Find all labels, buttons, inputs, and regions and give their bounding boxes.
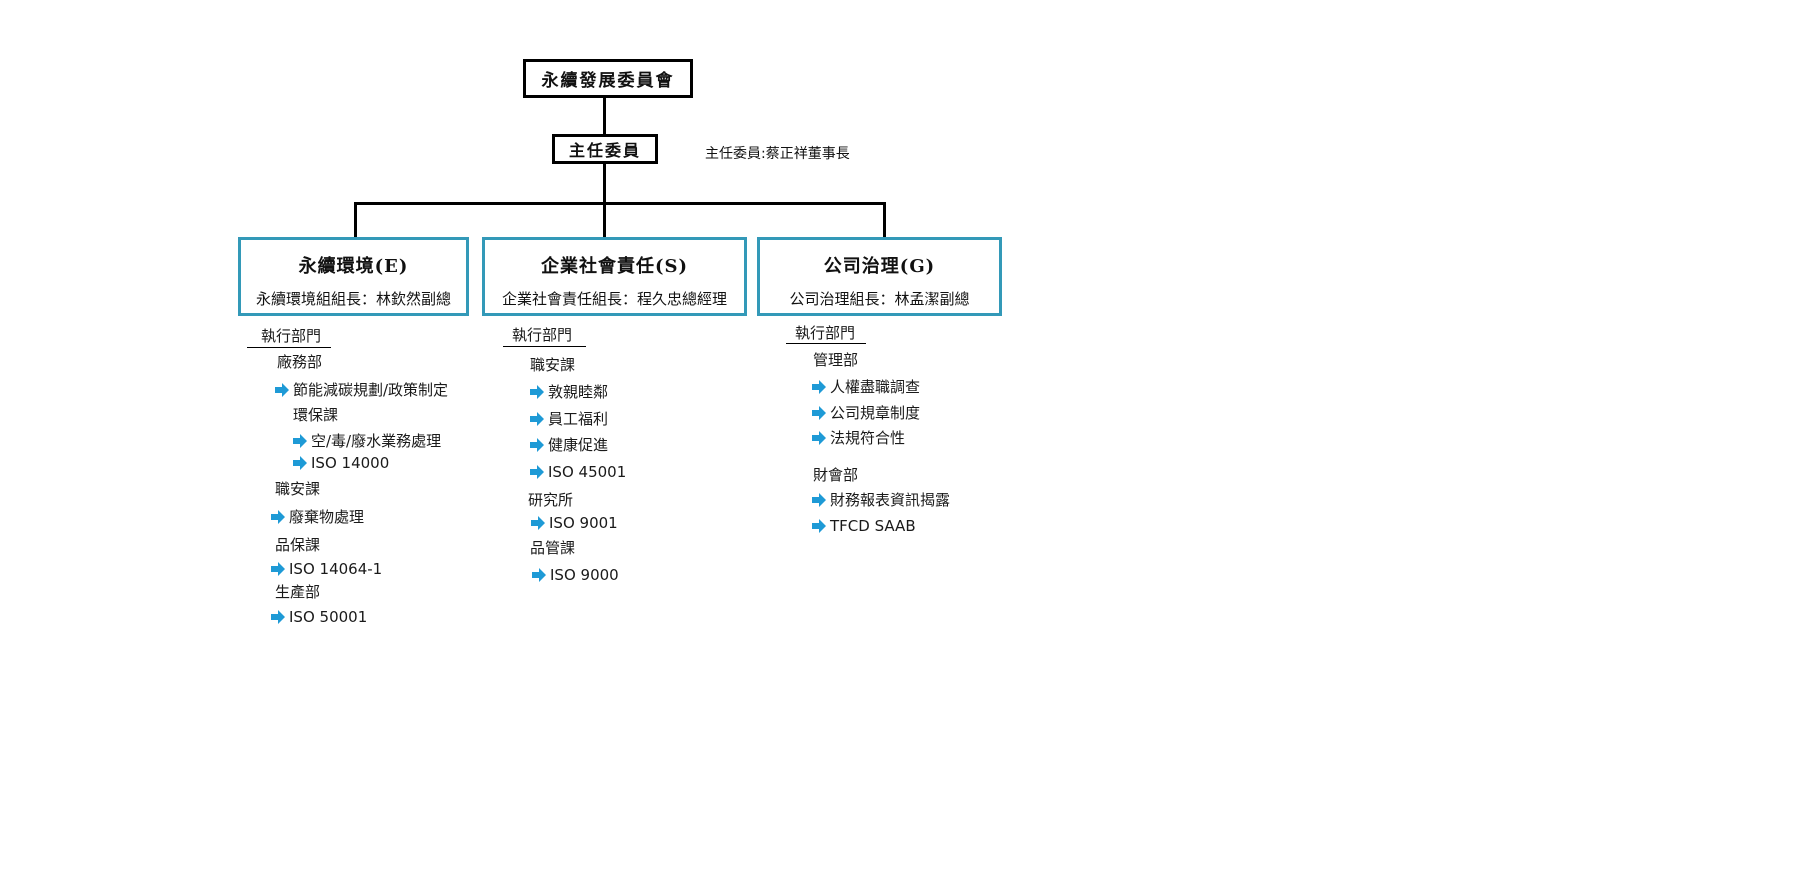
group-leader: 永續環境組組長：林欽然副總: [255, 290, 451, 308]
arrow-right-icon: [812, 493, 826, 507]
group-leader: 公司治理組長：林孟潔副總: [789, 290, 970, 308]
arrow-right-icon: [812, 380, 826, 394]
connector-bus-g: [883, 202, 886, 238]
arrow-right-icon: [530, 438, 544, 452]
task-item: 敦親睦鄰: [530, 382, 608, 402]
group-title: 公司治理(G): [823, 256, 936, 277]
task-item: TFCD SAAB: [812, 516, 916, 536]
group-box-environment: 永續環境(E) 永續環境組組長：林欽然副總: [238, 237, 469, 316]
dept-text: 財會部: [813, 466, 859, 484]
task-text: ISO 45001: [548, 463, 627, 481]
dept-text: 研究所: [528, 491, 574, 509]
group-box-social: 企業社會責任(S) 企業社會責任組長：程久忠總經理: [482, 237, 747, 316]
task-item: ISO 50001: [271, 607, 367, 627]
arrow-right-icon: [532, 568, 546, 582]
task-item: ISO 9000: [532, 565, 619, 585]
task-item: 法規符合性: [812, 428, 905, 448]
task-item: 公司規章制度: [812, 403, 920, 423]
group-title: 企業社會責任(S): [540, 256, 689, 277]
connector-committee-chair: [603, 96, 606, 136]
dept-label: 品保課: [275, 535, 320, 555]
chair-box: 主任委員: [552, 134, 658, 164]
dept-label: 環保課: [293, 405, 338, 425]
arrow-right-icon: [531, 516, 545, 530]
dept-label: 生產部: [275, 582, 320, 602]
arrow-right-icon: [293, 456, 307, 470]
arrow-right-icon: [530, 465, 544, 479]
dept-label: 管理部: [813, 350, 858, 370]
arrow-right-icon: [275, 383, 289, 397]
task-item: ISO 45001: [530, 462, 626, 482]
dept-label: 財會部: [813, 465, 858, 485]
arrow-right-icon: [812, 406, 826, 420]
task-item: 員工福利: [530, 409, 608, 429]
group-title: 永續環境(E): [298, 256, 409, 277]
dept-text: 職安課: [275, 480, 321, 498]
arrow-right-icon: [530, 385, 544, 399]
task-text: ISO 9000: [550, 566, 619, 584]
task-text: 人權盡職調查: [830, 378, 921, 396]
connector-horizontal-bus: [354, 202, 886, 205]
task-text: ISO 9001: [549, 514, 618, 532]
task-text: 敦親睦鄰: [548, 383, 609, 401]
dept-text: 職安課: [530, 356, 576, 374]
chair-title: 主任委員: [568, 141, 641, 160]
task-item: 人權盡職調查: [812, 377, 920, 397]
dept-text: 廠務部: [277, 353, 323, 371]
exec-dept-label-g: 執行部門: [795, 324, 856, 342]
task-item: 健康促進: [530, 435, 608, 455]
connector-chair-bus: [603, 162, 606, 240]
task-text: ISO 14064-1: [289, 560, 383, 578]
task-text: 公司規章制度: [830, 404, 921, 422]
arrow-right-icon: [271, 562, 285, 576]
task-text: 節能減碳規劃/政策制定: [293, 381, 449, 399]
task-item: ISO 14064-1: [271, 559, 382, 579]
arrow-right-icon: [812, 519, 826, 533]
task-text: 財務報表資訊揭露: [830, 491, 951, 509]
exec-dept-underline-e: [247, 347, 331, 348]
task-text: 空/毒/廢水業務處理: [311, 432, 442, 450]
dept-label: 廠務部: [277, 352, 322, 372]
group-box-governance: 公司治理(G) 公司治理組長：林孟潔副總: [757, 237, 1002, 316]
arrow-right-icon: [812, 431, 826, 445]
exec-dept-label-e: 執行部門: [261, 327, 322, 345]
task-text: 健康促進: [548, 436, 609, 454]
task-item: 節能減碳規劃/政策制定: [275, 380, 448, 400]
dept-text: 環保課: [293, 406, 339, 424]
task-text: 員工福利: [548, 410, 609, 428]
arrow-right-icon: [271, 610, 285, 624]
dept-text: 品管課: [530, 539, 576, 557]
task-text: 廢棄物處理: [289, 508, 365, 526]
dept-label: 品管課: [530, 538, 575, 558]
dept-text: 管理部: [813, 351, 859, 369]
arrow-right-icon: [530, 412, 544, 426]
task-text: ISO 14000: [311, 454, 390, 472]
arrow-right-icon: [293, 434, 307, 448]
dept-text: 生產部: [275, 583, 321, 601]
task-text: 法規符合性: [830, 429, 906, 447]
task-item: 空/毒/廢水業務處理: [293, 431, 441, 451]
exec-dept-label-s: 執行部門: [512, 326, 573, 344]
task-text: ISO 50001: [289, 608, 368, 626]
dept-text: 品保課: [275, 536, 321, 554]
task-text: TFCD SAAB: [830, 517, 916, 535]
task-item: 財務報表資訊揭露: [812, 490, 950, 510]
exec-dept-underline-s: [503, 346, 586, 347]
arrow-right-icon: [271, 510, 285, 524]
task-item: ISO 14000: [293, 453, 389, 473]
committee-title: 永續發展委員會: [541, 71, 675, 91]
dept-label: 研究所: [528, 490, 573, 510]
exec-dept-underline-g: [786, 343, 866, 344]
connector-bus-e: [354, 202, 357, 238]
dept-label: 職安課: [530, 355, 575, 375]
dept-label: 職安課: [275, 479, 320, 499]
chair-note: 主任委員:蔡正祥董事長: [705, 146, 850, 162]
group-leader: 企業社會責任組長：程久忠總經理: [501, 290, 727, 308]
committee-box: 永續發展委員會: [523, 59, 693, 98]
task-item: 廢棄物處理: [271, 507, 364, 527]
task-item: ISO 9001: [531, 513, 618, 533]
